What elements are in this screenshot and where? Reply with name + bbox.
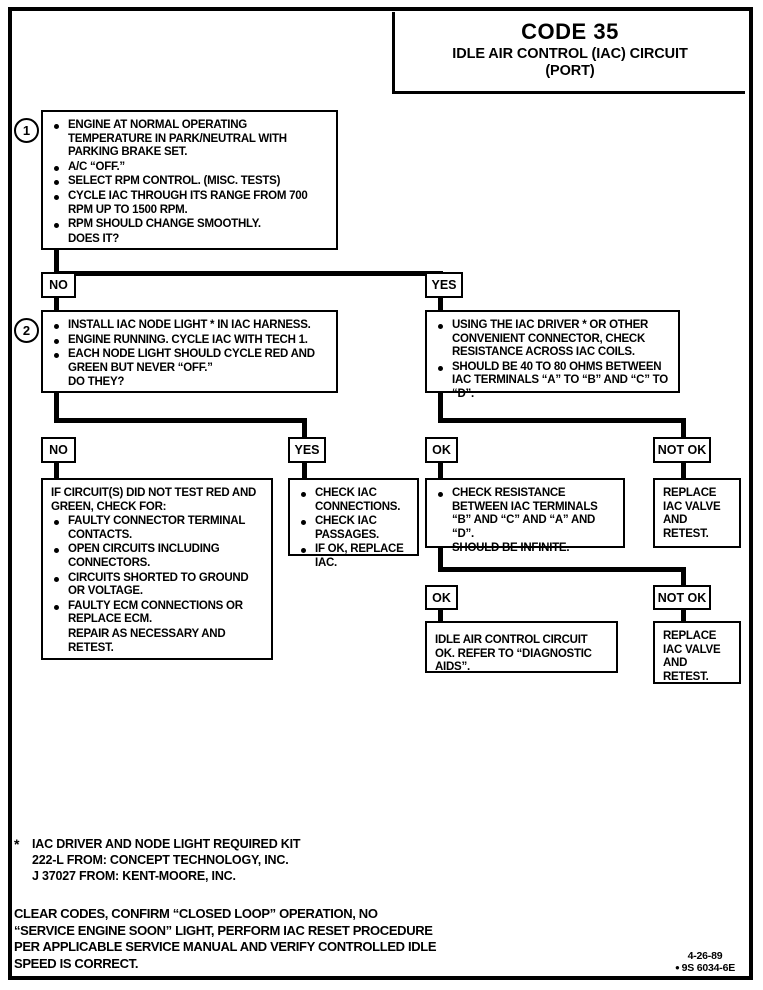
footnote-block: * IAC DRIVER AND NODE LIGHT REQUIRED KIT… bbox=[14, 836, 444, 884]
page-border bbox=[8, 7, 753, 980]
asterisk-marker: * bbox=[14, 836, 20, 852]
connector-notok2-down bbox=[681, 608, 686, 622]
revision-date: 4-26-89 bbox=[687, 950, 723, 962]
branch-label-ok-1: OK bbox=[425, 437, 458, 463]
step-1-bullet-list: ENGINE AT NORMAL OPERATING TEMPERATURE I… bbox=[51, 119, 330, 246]
list-item: IF OK, REPLACE IAC. bbox=[298, 543, 411, 570]
list-item: FAULTY CONNECTOR TERMINAL CONTACTS. bbox=[51, 515, 265, 542]
step-1-box: ENGINE AT NORMAL OPERATING TEMPERATURE I… bbox=[41, 110, 338, 250]
infinite-check-bullet-list: CHECK RESISTANCE BETWEEN IAC TERMINALS “… bbox=[435, 487, 617, 556]
step-number-2: 2 bbox=[14, 318, 39, 343]
connector-no1-down bbox=[54, 296, 59, 312]
connector-notok1-down bbox=[681, 461, 686, 479]
connector-yes2-down bbox=[302, 461, 307, 479]
closing-note-line-2: “SERVICE ENGINE SOON” LIGHT, PERFORM IAC… bbox=[14, 922, 433, 938]
connector-infinite-notok-down bbox=[681, 567, 686, 585]
list-item: CIRCUITS SHORTED TO GROUND OR VOLTAGE. bbox=[51, 572, 265, 599]
replace-iac-box-1: REPLACE IAC VALVE AND RETEST. bbox=[653, 478, 741, 548]
list-item: A/C “OFF.” bbox=[51, 161, 330, 175]
connector-resistance-notok-down bbox=[681, 418, 686, 437]
branch-label-yes-1: YES bbox=[425, 272, 463, 298]
footnote-line-1: IAC DRIVER AND NODE LIGHT REQUIRED KIT bbox=[32, 837, 301, 851]
page-title-port: (PORT) bbox=[545, 63, 595, 79]
closing-note-line-3: PER APPLICABLE SERVICE MANUAL AND VERIFY… bbox=[14, 939, 437, 954]
footnote-line-2: 222-L FROM: CONCEPT TECHNOLOGY, INC. bbox=[32, 853, 289, 867]
connector-ok2-down bbox=[438, 608, 443, 622]
connector-no2-down bbox=[54, 461, 59, 479]
resistance-check-box: USING THE IAC DRIVER * OR OTHER CONVENIE… bbox=[425, 310, 680, 400]
closing-note-line-1: CLEAR CODES, CONFIRM “CLOSED LOOP” OPERA… bbox=[14, 906, 378, 921]
connector-ok1-down bbox=[438, 461, 443, 479]
circuit-faults-box: IF CIRCUIT(S) DID NOT TEST RED AND GREEN… bbox=[41, 478, 273, 660]
connector-yes1-down bbox=[438, 296, 443, 312]
connector-step1-down bbox=[54, 250, 59, 274]
list-item: USING THE IAC DRIVER * OR OTHER CONVENIE… bbox=[435, 319, 672, 360]
footnote-line-3: J 37027 FROM: KENT-MOORE, INC. bbox=[32, 869, 236, 883]
list-item: INSTALL IAC NODE LIGHT * IN IAC HARNESS. bbox=[51, 319, 330, 333]
circuit-faults-lead: IF CIRCUIT(S) DID NOT TEST RED AND GREEN… bbox=[51, 487, 257, 513]
list-item: SHOULD BE INFINITE. bbox=[435, 542, 617, 556]
branch-label-ok-2: OK bbox=[425, 585, 458, 610]
list-item: EACH NODE LIGHT SHOULD CYCLE RED AND GRE… bbox=[51, 348, 330, 375]
step-1-question: DOES IT? bbox=[68, 232, 120, 245]
closing-note-line-4: SPEED IS CORRECT. bbox=[14, 955, 139, 971]
connector-infinite-down bbox=[438, 548, 443, 572]
resistance-check-bullet-list: USING THE IAC DRIVER * OR OTHER CONVENIE… bbox=[435, 319, 672, 402]
connector-step1-horizontal bbox=[54, 271, 443, 276]
list-item: CYCLE IAC THROUGH ITS RANGE FROM 700 RPM… bbox=[51, 190, 330, 217]
circuit-ok-box: IDLE AIR CONTROL CIRCUIT OK. REFER TO “D… bbox=[425, 621, 618, 673]
connector-infinite-horizontal bbox=[438, 567, 686, 572]
replace-iac-text-2: REPLACE IAC VALVE AND RETEST. bbox=[663, 630, 721, 683]
check-iac-bullet-list: CHECK IAC CONNECTIONS. CHECK IAC PASSAGE… bbox=[298, 487, 411, 571]
closing-note-block: CLEAR CODES, CONFIRM “CLOSED LOOP” OPERA… bbox=[14, 906, 484, 972]
branch-label-not-ok-1: NOT OK bbox=[653, 437, 711, 463]
step-2-bullet-list: INSTALL IAC NODE LIGHT * IN IAC HARNESS.… bbox=[51, 319, 330, 390]
infinite-check-box: CHECK RESISTANCE BETWEEN IAC TERMINALS “… bbox=[425, 478, 625, 554]
list-item: RPM SHOULD CHANGE SMOOTHLY. bbox=[51, 218, 330, 232]
branch-label-not-ok-2: NOT OK bbox=[653, 585, 711, 610]
page-title-code: CODE 35 bbox=[521, 19, 619, 44]
branch-label-no-1: NO bbox=[41, 272, 76, 298]
branch-label-yes-2: YES bbox=[288, 437, 326, 463]
connector-resistance-down bbox=[438, 393, 443, 423]
circuit-faults-closing: REPAIR AS NECESSARY AND RETEST. bbox=[68, 627, 226, 654]
connector-resistance-horizontal bbox=[438, 418, 686, 423]
replace-iac-box-2: REPLACE IAC VALVE AND RETEST. bbox=[653, 621, 741, 684]
list-item: CHECK RESISTANCE BETWEEN IAC TERMINALS “… bbox=[435, 487, 617, 541]
list-item: CHECK IAC CONNECTIONS. bbox=[298, 487, 411, 514]
page-title-name: IDLE AIR CONTROL (IAC) CIRCUIT bbox=[452, 46, 688, 62]
replace-iac-text-1: REPLACE IAC VALVE AND RETEST. bbox=[663, 487, 721, 540]
step-number-1: 1 bbox=[14, 118, 39, 143]
step-2-question: DO THEY? bbox=[68, 376, 125, 389]
part-number: 9S 6034-6E bbox=[655, 962, 755, 974]
step-2-box: INSTALL IAC NODE LIGHT * IN IAC HARNESS.… bbox=[41, 310, 338, 393]
branch-label-no-2: NO bbox=[41, 437, 76, 463]
list-item: ENGINE RUNNING. CYCLE IAC WITH TECH 1. bbox=[51, 334, 330, 348]
title-block: CODE 35 IDLE AIR CONTROL (IAC) CIRCUIT (… bbox=[392, 12, 745, 94]
list-item: OPEN CIRCUITS INCLUDING CONNECTORS. bbox=[51, 543, 265, 570]
connector-step2-horizontal bbox=[54, 418, 307, 423]
list-item: FAULTY ECM CONNECTIONS OR REPLACE ECM. bbox=[51, 600, 265, 627]
connector-step2-yes-down bbox=[302, 418, 307, 437]
list-item: ENGINE AT NORMAL OPERATING TEMPERATURE I… bbox=[51, 119, 330, 160]
check-iac-box: CHECK IAC CONNECTIONS. CHECK IAC PASSAGE… bbox=[288, 478, 419, 569]
circuit-ok-text: IDLE AIR CONTROL CIRCUIT OK. REFER TO “D… bbox=[435, 634, 592, 674]
document-id-block: 4-26-89 9S 6034-6E bbox=[655, 950, 755, 974]
list-item: SHOULD BE 40 TO 80 OHMS BETWEEN IAC TERM… bbox=[435, 361, 672, 402]
circuit-faults-bullet-list: FAULTY CONNECTOR TERMINAL CONTACTS. OPEN… bbox=[51, 515, 265, 655]
connector-step2-down bbox=[54, 393, 59, 423]
list-item: CHECK IAC PASSAGES. bbox=[298, 515, 411, 542]
list-item: SELECT RPM CONTROL. (MISC. TESTS) bbox=[51, 175, 330, 189]
